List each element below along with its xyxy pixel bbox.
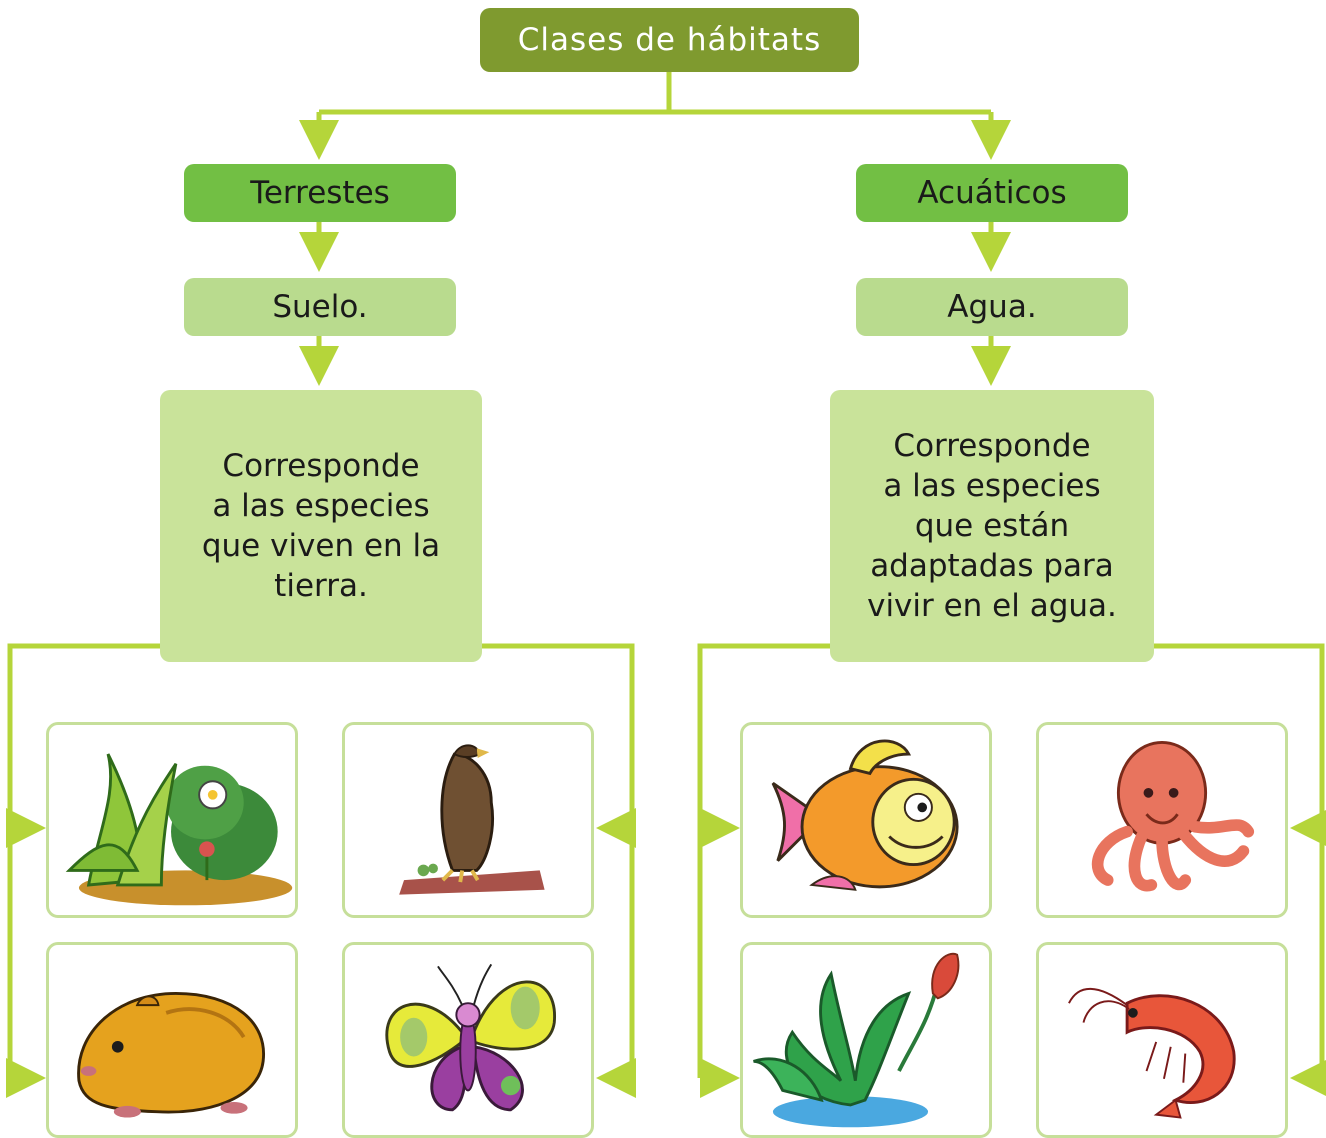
category-aquatic: Acuáticos bbox=[856, 164, 1128, 222]
grass-plant-icon bbox=[65, 753, 293, 906]
eagle-card bbox=[342, 722, 594, 918]
description-aquatic-text: Corresponde a las especies que están ada… bbox=[867, 428, 1117, 624]
octopus-icon bbox=[1091, 740, 1255, 892]
aquatic-plant-card bbox=[740, 942, 992, 1138]
octopus-card bbox=[1036, 722, 1288, 918]
aquatic-plant-icon bbox=[753, 952, 960, 1128]
subcategory-water: Agua. bbox=[856, 278, 1128, 336]
shrimp-icon bbox=[1068, 988, 1236, 1119]
subcategory-soil: Suelo. bbox=[184, 278, 456, 336]
description-terrestrial-text: Corresponde a las especies que viven en … bbox=[201, 448, 441, 604]
butterfly-icon bbox=[385, 963, 556, 1112]
fish-icon bbox=[771, 739, 959, 891]
butterfly-card bbox=[342, 942, 594, 1138]
guinea-pig-icon bbox=[77, 992, 265, 1118]
grass-plant-card bbox=[46, 722, 298, 918]
shrimp-card bbox=[1036, 942, 1288, 1138]
guinea-pig-card bbox=[46, 942, 298, 1138]
fish-card bbox=[740, 722, 992, 918]
category-terrestrial: Terrestes bbox=[184, 164, 456, 222]
eagle-icon bbox=[399, 744, 545, 895]
description-aquatic: Corresponde a las especies que están ada… bbox=[830, 390, 1154, 662]
diagram-title: Clases de hábitats bbox=[480, 8, 859, 72]
description-terrestrial: Corresponde a las especies que viven en … bbox=[160, 390, 482, 662]
